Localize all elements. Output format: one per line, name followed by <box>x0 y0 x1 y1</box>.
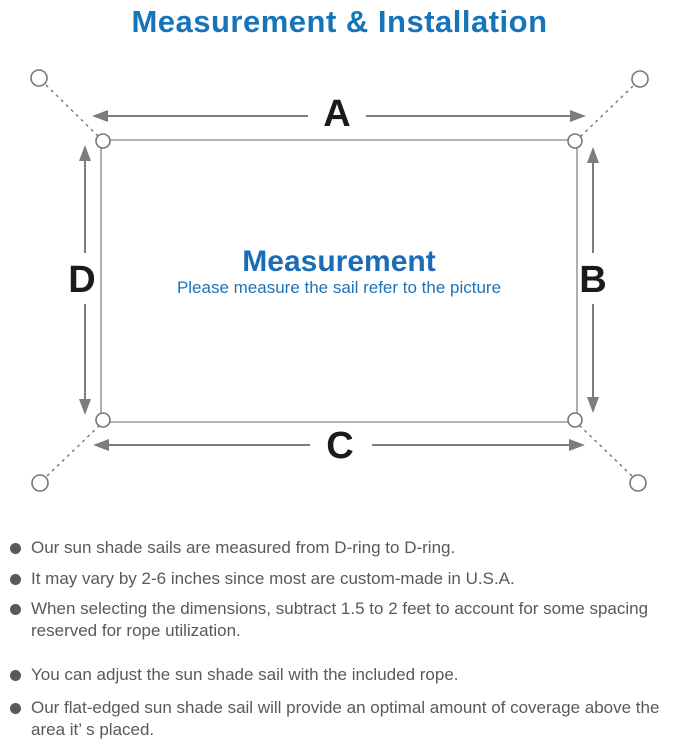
arrow-left-icon <box>93 439 109 451</box>
measurement-diagram: A D B C Measurement Please meas <box>30 69 649 492</box>
d-ring-icon <box>567 133 583 149</box>
note-text: It may vary by 2-6 inches since most are… <box>31 569 515 588</box>
bullet-icon <box>10 703 21 714</box>
bullet-icon <box>10 670 21 681</box>
d-ring-icon <box>95 412 111 428</box>
page-title: Measurement & Installation <box>131 4 548 39</box>
rope-line-top-right <box>579 85 634 138</box>
note-item: It may vary by 2-6 inches since most are… <box>10 568 674 590</box>
note-text: Our sun shade sails are measured from D-… <box>31 538 456 557</box>
arrow-right-icon <box>569 439 585 451</box>
dimension-label-d: D <box>68 259 95 301</box>
dimension-arrow-a: A <box>92 93 586 135</box>
anchor-point-icon <box>629 474 647 492</box>
dimension-label-a: A <box>323 93 350 135</box>
note-text: You can adjust the sun shade sail with t… <box>31 665 459 684</box>
bullet-icon <box>10 543 21 554</box>
note-item: You can adjust the sun shade sail with t… <box>10 664 674 686</box>
anchor-point-icon <box>631 70 649 88</box>
anchor-point-icon <box>30 69 48 87</box>
arrow-up-icon <box>587 147 599 163</box>
arrow-down-icon <box>587 397 599 413</box>
d-rings <box>95 133 583 428</box>
dimension-arrow-c: C <box>93 425 585 467</box>
arrow-right-icon <box>570 110 586 122</box>
dimension-arrow-b: B <box>579 147 607 413</box>
tension-rope-lines <box>45 84 634 477</box>
anchor-point-icon <box>31 474 49 492</box>
arrow-left-icon <box>92 110 108 122</box>
rope-line-top-left <box>45 84 100 138</box>
note-item: Our sun shade sails are measured from D-… <box>10 537 674 559</box>
bullet-icon <box>10 574 21 585</box>
anchor-points <box>30 69 649 492</box>
d-ring-icon <box>95 133 111 149</box>
arrow-up-icon <box>79 145 91 161</box>
note-text: Our flat-edged sun shade sail will provi… <box>31 698 660 739</box>
notes-list: Our sun shade sails are measured from D-… <box>10 529 674 739</box>
rope-line-bottom-right <box>578 424 633 477</box>
note-item: Our flat-edged sun shade sail will provi… <box>10 697 674 739</box>
rope-line-bottom-left <box>46 424 101 477</box>
diagram-center-subtitle: Please measure the sail refer to the pic… <box>177 278 501 297</box>
diagram-center-title: Measurement <box>242 245 435 278</box>
dimension-label-b: B <box>579 259 606 301</box>
shade-sail-outline <box>100 139 578 423</box>
note-text: When selecting the dimensions, subtract … <box>31 599 649 640</box>
note-item: When selecting the dimensions, subtract … <box>10 598 674 642</box>
dimension-label-c: C <box>326 425 353 467</box>
d-ring-icon <box>567 412 583 428</box>
dimension-arrow-d: D <box>68 145 96 415</box>
bullet-icon <box>10 604 21 615</box>
arrow-down-icon <box>79 399 91 415</box>
